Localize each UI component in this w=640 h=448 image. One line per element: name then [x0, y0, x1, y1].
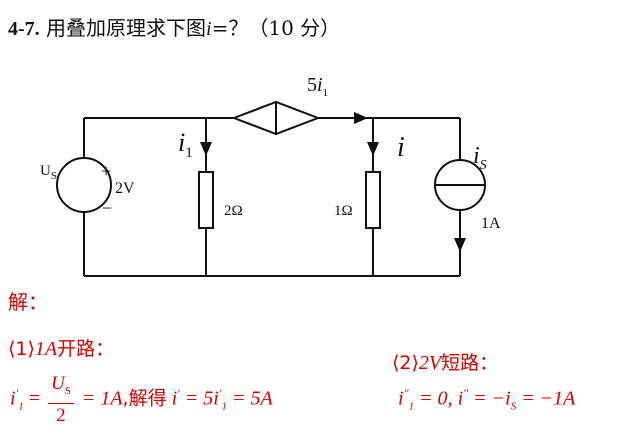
- dependent-source-label: 5i1: [307, 74, 329, 99]
- source-plus: +: [101, 161, 112, 181]
- is-label: iS: [473, 143, 487, 173]
- source-label: US: [40, 163, 57, 182]
- i1-label: i1: [178, 128, 193, 162]
- source-minus: −: [102, 198, 113, 218]
- source-value: 2V: [115, 180, 135, 197]
- problem-text: 用叠加原理求下图: [46, 16, 207, 40]
- case-1-heading: ⟨1⟩1A开路：: [8, 338, 115, 360]
- i1-arrow-icon: [200, 142, 212, 156]
- problem-number: 4-7.: [8, 18, 40, 40]
- solution-title: 解：: [8, 290, 48, 314]
- i-label: i: [397, 132, 405, 163]
- problem-var: i: [206, 18, 212, 40]
- problem-text-end: =？（10 分）: [211, 16, 341, 40]
- resistor-r2-icon: [365, 171, 381, 229]
- problem-title: 4-7. 用叠加原理求下图i=？（10 分）: [8, 12, 340, 41]
- r1-value: 2Ω: [224, 203, 243, 219]
- is-arrow-icon: [454, 238, 466, 252]
- voltage-source-icon: [56, 157, 112, 213]
- i-arrow-icon: [367, 142, 379, 156]
- is-value: 1A: [481, 215, 501, 232]
- case-2-heading: ⟨2⟩2V短路：: [392, 352, 499, 374]
- r2-value: 1Ω: [334, 203, 353, 219]
- equation-2: i″1 = 0, i″ = −iS = −1A: [398, 386, 576, 413]
- resistor-r1-icon: [198, 171, 214, 229]
- dependent-source-icon: [231, 100, 321, 136]
- dep-arrow-icon: [354, 112, 368, 124]
